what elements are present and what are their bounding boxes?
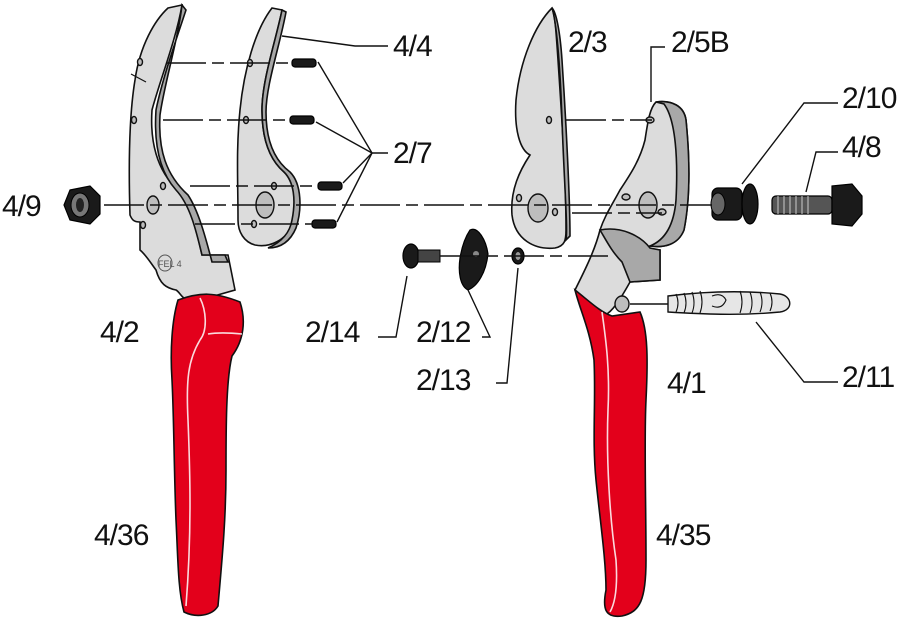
label-4-35: 4/35 xyxy=(656,519,711,552)
label-2-12: 2/12 xyxy=(416,316,471,349)
label-2-5b: 2/5B xyxy=(671,26,729,59)
adjustment-screw-2-14 xyxy=(402,243,441,269)
upper-handle-4-1 xyxy=(574,100,690,316)
label-4-4: 4/4 xyxy=(393,30,432,63)
label-2-7: 2/7 xyxy=(393,137,432,170)
lower-handle-4-2: FEL 4 xyxy=(128,2,236,301)
label-4-9: 4/9 xyxy=(2,190,41,223)
rivets-2-7 xyxy=(289,58,343,229)
label-2-13: 2/13 xyxy=(416,364,471,397)
spring-2-11 xyxy=(667,290,791,315)
label-4-1: 4/1 xyxy=(667,367,706,400)
logo-stamp: FEL 4 xyxy=(157,254,182,272)
label-2-3: 2/3 xyxy=(568,26,607,59)
pivot-bolt-4-8 xyxy=(771,183,863,227)
leader-lines xyxy=(281,35,838,384)
label-4-36: 4/36 xyxy=(94,519,149,552)
cutting-blade-2-3 xyxy=(510,6,571,250)
lower-grip-4-36 xyxy=(170,293,245,617)
anvil-plate-4-4 xyxy=(236,7,301,249)
lock-nut-4-9 xyxy=(63,185,101,225)
svg-text:FEL 4: FEL 4 xyxy=(158,259,182,269)
label-2-11: 2/11 xyxy=(842,361,894,394)
bushing-2-10 xyxy=(710,183,759,225)
alignment-lines xyxy=(104,62,712,305)
label-4-8: 4/8 xyxy=(842,131,881,164)
label-2-10: 2/10 xyxy=(842,82,897,115)
upper-grip-4-35 xyxy=(573,287,648,618)
catch-2-12 xyxy=(458,228,489,291)
label-2-14: 2/14 xyxy=(305,316,360,349)
label-4-2: 4/2 xyxy=(100,316,139,349)
part-labels: 4/4 2/7 4/9 4/2 4/36 2/3 2/5B 2/10 4/8 2… xyxy=(2,26,898,552)
